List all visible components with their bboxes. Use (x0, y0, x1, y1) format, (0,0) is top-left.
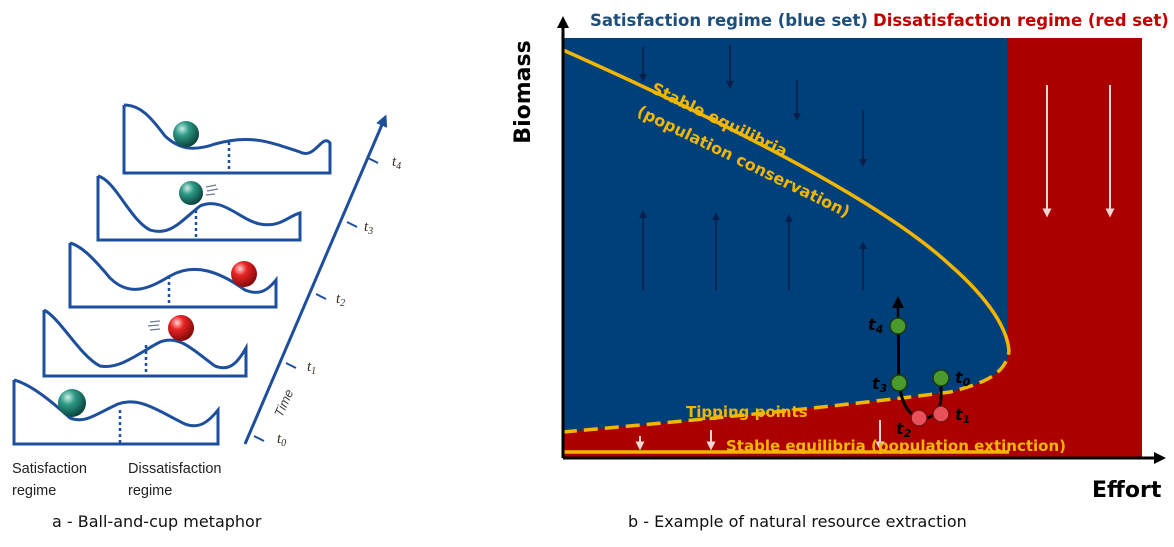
motion-lines-t1 (147, 320, 161, 331)
dissatisfaction-regime-label: Dissatisfaction regime (128, 461, 222, 499)
cup-t1 (42, 308, 248, 378)
panel-a: Time t0 t1 t2 t3 t4 (12, 103, 401, 449)
trajectory-point-t4 (889, 317, 907, 335)
time-axis (243, 114, 388, 445)
tipping-points-label: Tipping points (686, 403, 808, 421)
satisfaction-regime-label: Satisfaction regime (12, 461, 87, 499)
stable-equilibria-curve (562, 48, 1011, 353)
motion-lines-t3 (205, 184, 219, 196)
time-tick-labels: t0 t1 t2 t3 t4 (277, 154, 401, 449)
ball-t0 (58, 389, 86, 417)
cup-t0 (12, 378, 220, 446)
red-region-arrows (635, 85, 1115, 451)
svg-text:t0: t0 (277, 431, 286, 449)
trajectory-point-t1 (932, 405, 950, 423)
svg-text:t3: t3 (364, 219, 373, 237)
caption-panel-b: b - Example of natural resource extracti… (628, 512, 967, 531)
time-axis-label: Time (271, 387, 296, 419)
red-set-region-bottom (563, 352, 1009, 458)
svg-text:t1: t1 (307, 359, 316, 377)
ball-t3 (179, 181, 203, 205)
extinction-label: Stable equilibria (population extinction… (726, 437, 1066, 455)
trajectory-point-t0 (932, 369, 950, 387)
trajectory-point-t2 (910, 409, 928, 427)
cup-t3 (96, 174, 302, 242)
satisfaction-regime-title: Satisfaction regime (blue set) (590, 11, 868, 30)
x-axis-label: Effort (1092, 478, 1162, 503)
tipping-points-curve (562, 351, 1011, 434)
trajectory-point-t3 (890, 374, 908, 392)
red-set-region-right (1007, 38, 1142, 458)
panel-b: t0 t1 t2 t3 t4 Stable equilibria (popula… (511, 11, 1169, 503)
y-axis-label: Biomass (511, 40, 536, 143)
svg-text:t2: t2 (336, 291, 345, 309)
ball-t2 (231, 261, 257, 287)
caption-panel-a: a - Ball-and-cup metaphor (52, 512, 262, 531)
cup-t2 (68, 241, 278, 309)
ball-t1 (168, 315, 194, 341)
svg-text:t4: t4 (392, 154, 401, 172)
time-ticks (253, 157, 379, 442)
blue-region-arrows (639, 45, 867, 290)
blue-set-region (563, 38, 1009, 458)
dissatisfaction-regime-title: Dissatisfaction regime (red set) (873, 11, 1169, 30)
ball-t4 (173, 121, 199, 147)
cup-t4 (122, 103, 332, 175)
